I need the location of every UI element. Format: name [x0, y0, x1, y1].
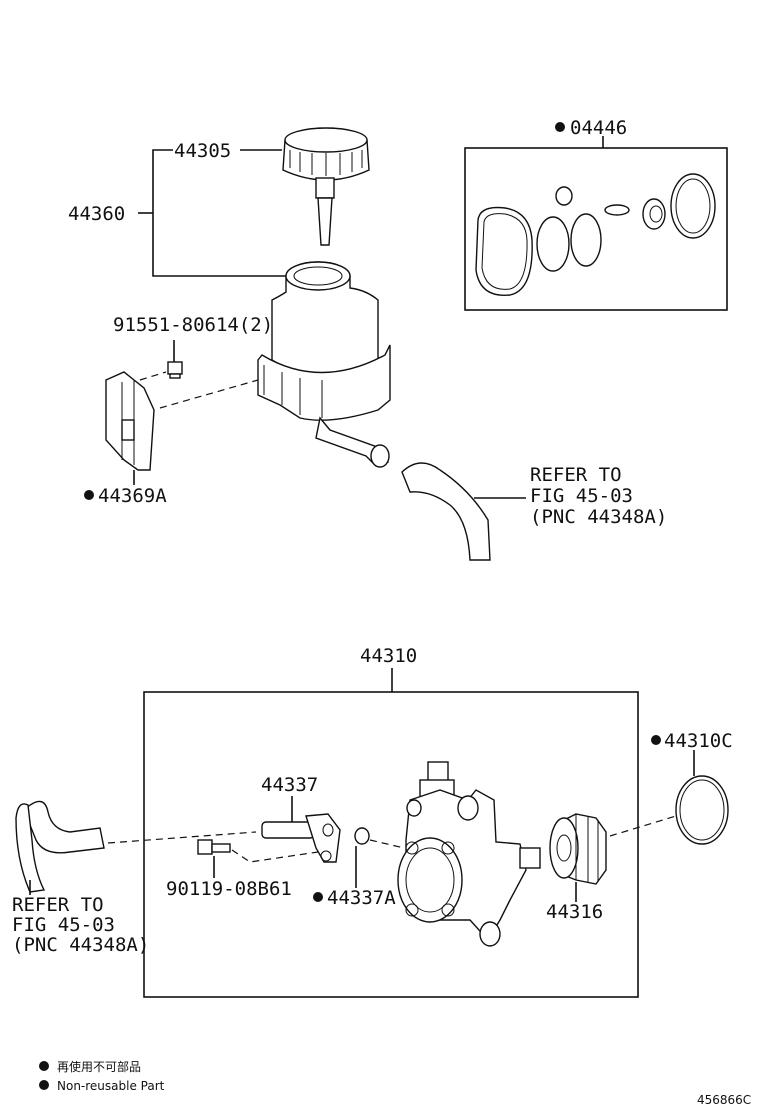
figure-id: 456866C: [697, 1093, 751, 1107]
union-44337-part: [261, 813, 341, 863]
label-44316: 44316: [546, 901, 603, 923]
label-44360: 44360: [68, 203, 125, 225]
legend-dot-jp: [39, 1061, 49, 1071]
label-refer-bottom-line3: (PNC 44348A): [12, 934, 149, 956]
oring-44337a-part: [354, 827, 370, 845]
legend-dot-en: [39, 1080, 49, 1090]
bolt-91551-part: [167, 361, 183, 379]
legend-en-text: Non-reusable Part: [57, 1079, 165, 1093]
seal-kit-box: [464, 147, 728, 311]
label-44310c: 44310C: [664, 730, 733, 752]
hose-bottom-part: [23, 800, 105, 854]
label-refer-top-line1: REFER TO: [530, 464, 622, 486]
hose-top-part: [401, 462, 491, 561]
legend-jp-text: 再使用不可部品: [57, 1059, 141, 1074]
dash-pulley-ring: [609, 815, 677, 837]
nonreusable-dot-44337a: [313, 892, 323, 902]
label-44337: 44337: [261, 774, 318, 796]
nonreusable-dot-44369a: [84, 490, 94, 500]
label-90119: 90119-08B61: [166, 878, 292, 900]
label-04446: 04446: [570, 117, 627, 139]
label-44305: 44305: [174, 140, 231, 162]
reservoir-tank-part: [257, 261, 391, 468]
label-refer-top-line2: FIG 45-03: [530, 485, 633, 507]
dash-hose-union: [107, 831, 257, 844]
nonreusable-dot-04446: [555, 122, 565, 132]
label-44310: 44310: [360, 645, 417, 667]
pump-assembly-box: [143, 691, 639, 998]
label-refer-bottom-line2: FIG 45-03: [12, 914, 115, 936]
pulley-44316-part: [549, 813, 607, 885]
seal-kit-parts: [475, 173, 716, 296]
label-refer-bottom-line1: REFER TO: [12, 894, 104, 916]
dash-bracket-reservoir: [159, 379, 259, 409]
dash-oring-pump: [369, 839, 405, 849]
label-44369a: 44369A: [98, 485, 167, 507]
nonreusable-dot-44310c: [651, 735, 661, 745]
bracket-44369a-part: [105, 371, 155, 471]
dash-bolt-bracket: [139, 371, 167, 381]
pump-body-part: [397, 761, 541, 947]
leader-44360-bracket: [152, 149, 286, 277]
hose-bottom-end: [15, 803, 46, 893]
bolt-90119-part: [197, 839, 231, 855]
label-91551: 91551-80614(2): [113, 314, 273, 336]
dash-bolt-union: [231, 849, 319, 863]
label-refer-top-line3: (PNC 44348A): [530, 506, 667, 528]
label-44337a: 44337A: [327, 887, 396, 909]
reservoir-cap-part: [282, 127, 370, 246]
ring-44310c-part: [675, 775, 729, 845]
